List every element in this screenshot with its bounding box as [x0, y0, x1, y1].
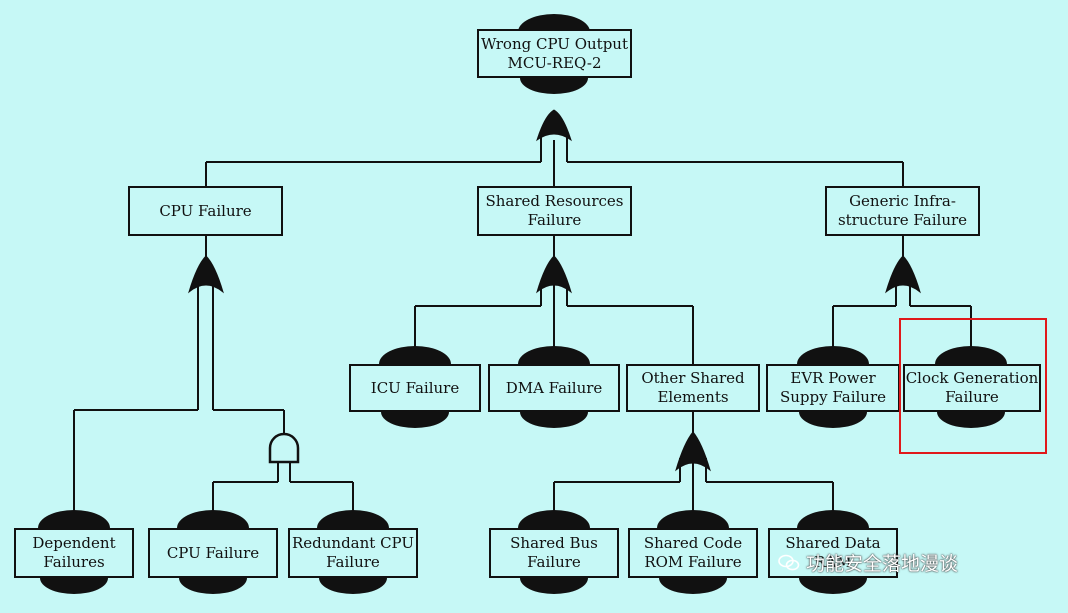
redundant-cpu-line2: Failure	[326, 553, 380, 571]
top-event-line2: MCU-REQ-2	[507, 53, 602, 72]
clock-line1: Clock Generation	[905, 369, 1039, 387]
redundant-cpu-line1: Redundant CPU	[291, 534, 415, 552]
shared-code-line2: ROM Failure	[644, 553, 742, 571]
watermark-text: 功能安全落地漫谈	[806, 553, 959, 575]
cpu-failure-box: CPU Failure	[128, 186, 283, 236]
cpu-failure-leaf-label: CPU Failure	[166, 543, 260, 562]
wechat-icon	[778, 554, 800, 570]
dma-failure-label: DMA Failure	[505, 378, 603, 397]
evr-line1: EVR Power	[790, 369, 876, 387]
generic-infra-line2: structure Failure	[837, 211, 968, 229]
dependent-line1: Dependent	[32, 534, 116, 552]
highlight-rectangle	[899, 318, 1047, 454]
shared-data-line2: RAM	[814, 553, 852, 571]
dependent-line2: Failures	[43, 553, 105, 571]
generic-infra-line1: Generic Infra-	[849, 192, 956, 210]
other-shared-line1: Other Shared	[641, 369, 745, 387]
icu-failure-box: ICU Failure	[349, 364, 481, 412]
or-gate-generic	[885, 255, 921, 294]
icu-failure-label: ICU Failure	[370, 378, 460, 397]
and-gate	[268, 432, 300, 464]
or-gate-cpu	[188, 255, 224, 294]
watermark: 功能安全落地漫谈	[778, 549, 958, 576]
shared-code-line1: Shared Code	[643, 534, 743, 552]
other-shared-line2: Elements	[657, 388, 729, 406]
generic-infrastructure-box: Generic Infra-structure Failure	[825, 186, 980, 236]
clock-line2: Failure	[945, 388, 999, 406]
shared-resources-line2: Failure	[527, 211, 582, 229]
evr-line2: Suppy Failure	[779, 388, 887, 406]
shared-resources-line1: Shared Resources	[485, 192, 624, 210]
cpu-failure-leaf-box: CPU Failure	[148, 528, 278, 578]
shared-data-line1: Shared Data	[785, 534, 881, 552]
shared-bus-line1: Shared Bus	[510, 534, 598, 552]
top-event-line1: Wrong CPU Output	[481, 34, 628, 53]
shared-bus-line2: Failure	[527, 553, 581, 571]
dma-failure-box: DMA Failure	[488, 364, 620, 412]
cpu-failure-label: CPU Failure	[159, 201, 252, 220]
or-gate-shared	[536, 255, 572, 294]
or-gate-top	[536, 109, 572, 142]
or-gate-other	[675, 431, 711, 472]
